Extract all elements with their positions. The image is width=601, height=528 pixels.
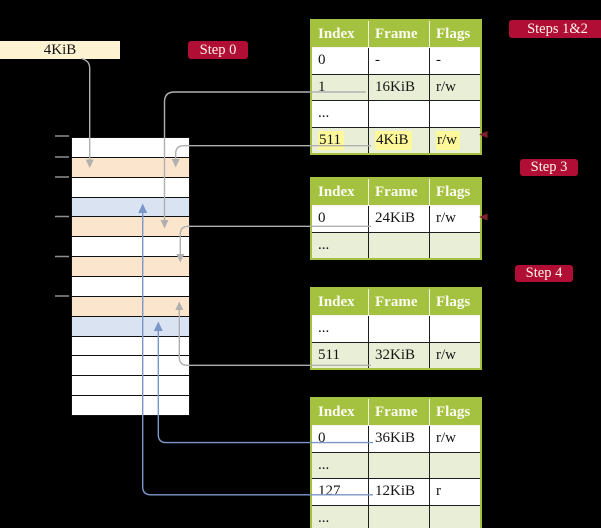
table-header-row: Index Frame Flags [312,21,480,48]
table-row: 511 32KiB r/w [312,341,480,369]
table-cell: 4KiB [368,127,429,154]
memory-frame-row [72,315,189,336]
column-header-flags: Flags [429,21,480,48]
table-cell [368,101,429,127]
table-row: 0 - - [312,48,480,74]
table-cell: r/w [429,74,480,101]
table-cell [368,232,429,259]
table-row: 1 16KiB r/w [312,73,480,101]
table-cell: 0 [318,52,326,68]
table-cell [429,505,480,528]
table-row: 0 36KiB r/w [312,426,480,452]
table-cell: r/w [429,206,480,232]
column-header-flags: Flags [429,179,480,206]
table-row: 0 24KiB r/w [312,206,480,232]
memory-frame-row [72,355,189,376]
page-table-level-2: Index Frame Flags 0 24KiB r/w ... [310,177,482,261]
table-cell: 32KiB [368,342,429,369]
memory-frame-row [72,395,189,416]
column-header-flags: Flags [429,289,480,316]
table-cell: ... [318,236,330,253]
badge-step-4: Step 4 [515,265,573,282]
column-header-frame: Frame [368,289,429,316]
column-header-index: Index [312,179,368,206]
physical-memory-stack [71,137,190,416]
table-cell: ... [318,105,330,122]
memory-frame-row [72,138,189,157]
table-row: ... [312,316,480,342]
memory-frame-row [72,216,189,237]
table-row-highlighted: 511 4KiB r/w [312,126,480,154]
table-cell: 1 [318,78,326,95]
badge-step-0: Step 0 [188,41,248,59]
table-cell [429,452,480,479]
table-row: ... [312,100,480,127]
table-cell: - [368,48,429,74]
memory-frame-row [72,276,189,296]
table-cell: 12KiB [368,479,429,505]
column-header-index: Index [312,21,368,48]
table-row: 127 12KiB r [312,478,480,505]
table-cell: 36KiB [368,426,429,452]
badge-steps-1-2: Steps 1&2 [509,20,601,38]
stack-tick-marks [55,135,69,297]
table-cell: ... [318,320,330,336]
memory-frame-row [72,196,189,217]
table-cell: 24KiB [368,206,429,232]
page-table-level-1: Index Frame Flags 0 - - 1 16KiB r/w ... … [310,19,482,156]
frame-size-label: 4KiB [0,41,120,59]
table-cell: ... [318,509,330,526]
table-header-row: Index Frame Flags [312,399,480,426]
memory-frame-row [72,156,189,177]
table-cell [368,505,429,528]
table-cell: 0 [318,430,326,446]
table-cell [368,316,429,342]
column-header-frame: Frame [368,399,429,426]
table-header-row: Index Frame Flags [312,289,480,316]
table-row: ... [312,231,480,259]
table-cell: r/w [429,342,480,369]
badge-step-3: Step 3 [520,159,578,176]
table-cell: r [429,479,480,505]
table-cell: r/w [429,426,480,452]
memory-frame-row [72,335,189,356]
memory-frame-row [72,236,189,257]
table-cell [429,101,480,127]
table-cell: 0 [318,210,326,226]
column-header-index: Index [312,289,368,316]
table-cell [429,232,480,259]
memory-frame-row [72,176,189,197]
memory-frame-row [72,256,189,277]
column-header-frame: Frame [368,179,429,206]
table-cell [368,452,429,479]
memory-frame-row [72,375,189,396]
memory-frame-row [72,295,189,316]
page-table-level-3: Index Frame Flags ... 511 32KiB r/w [310,287,482,371]
table-cell [429,316,480,342]
table-cell: 127 [318,483,341,500]
column-header-index: Index [312,399,368,426]
table-cell: 16KiB [368,74,429,101]
table-header-row: Index Frame Flags [312,179,480,206]
table-cell: 511 [312,128,368,154]
table-cell: ... [318,456,330,473]
table-row: ... [312,504,480,528]
table-cell: 511 [318,346,340,363]
table-cell: - [429,48,480,74]
table-cell: r/w [429,127,480,154]
column-header-frame: Frame [368,21,429,48]
table-row: ... [312,451,480,479]
column-header-flags: Flags [429,399,480,426]
page-table-level-4: Index Frame Flags 0 36KiB r/w ... 127 12… [310,397,482,528]
